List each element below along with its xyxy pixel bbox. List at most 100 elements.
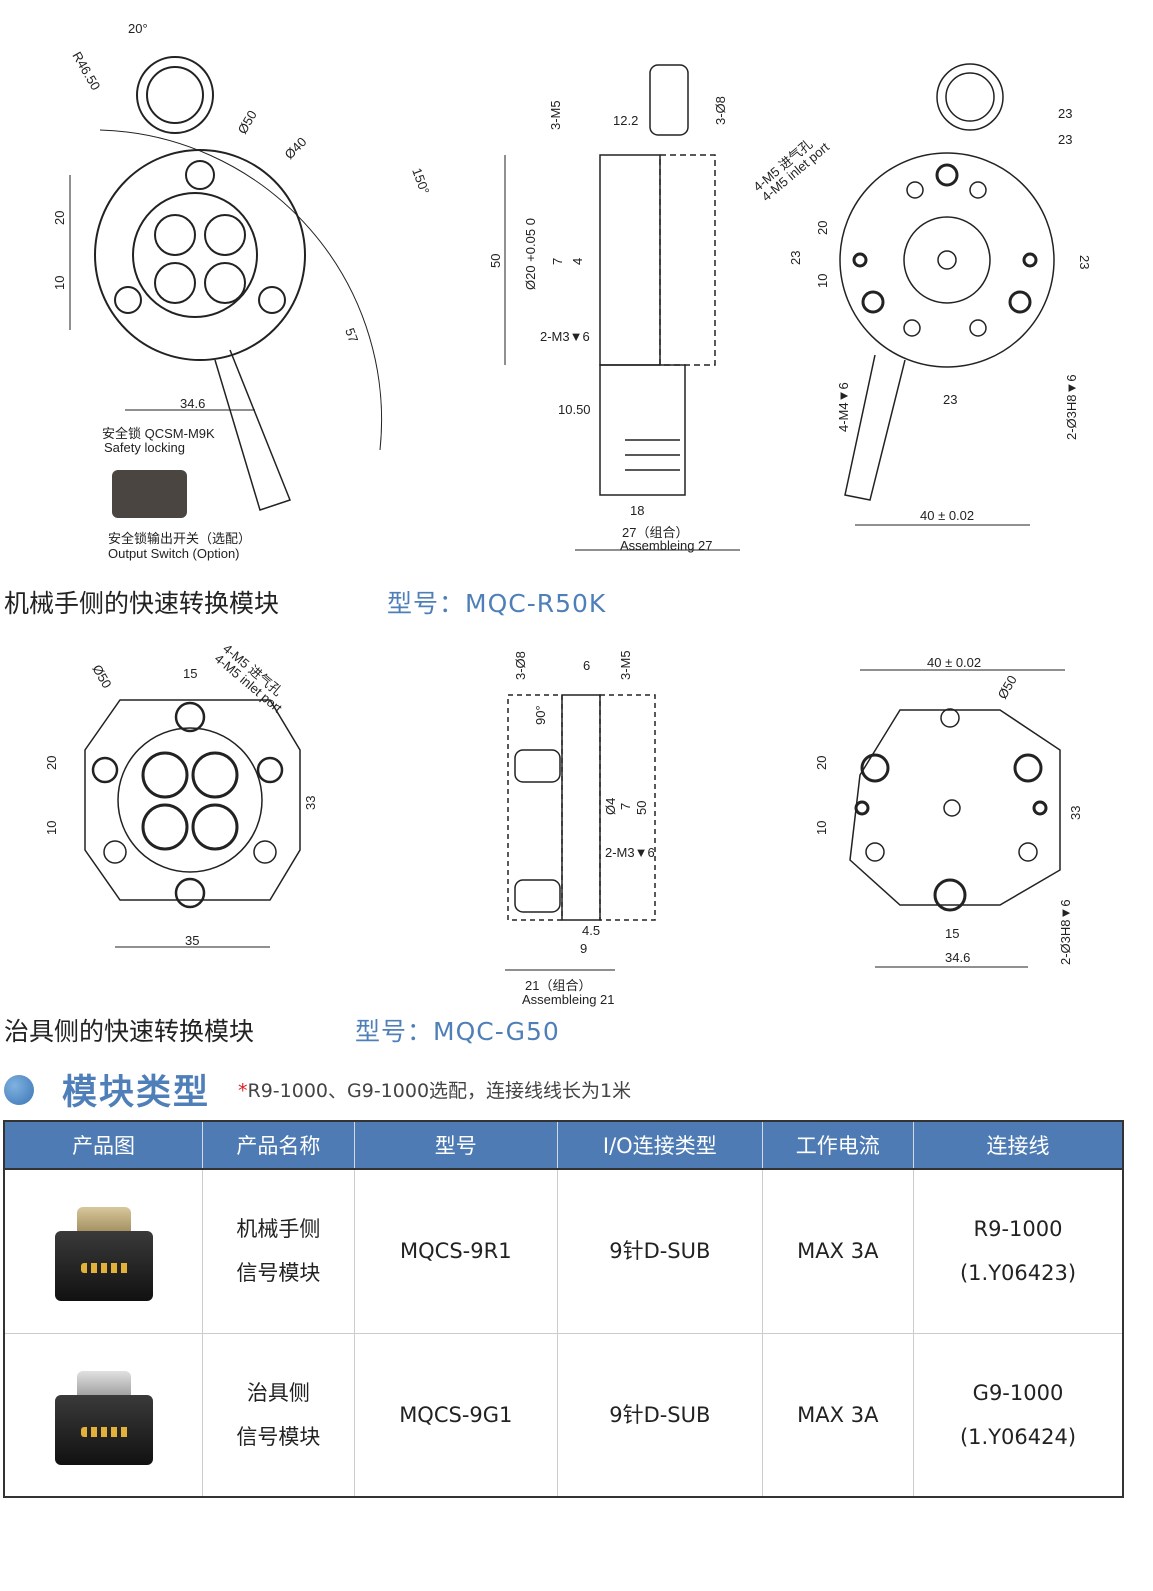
dim-label: 18 xyxy=(630,503,644,518)
cable-code: (1.Y06423) xyxy=(959,1261,1077,1286)
dim-label: 10 xyxy=(44,821,59,835)
dim-label: 20° xyxy=(128,21,148,36)
dim-label: 10 xyxy=(814,821,829,835)
current-cell: MAX 3A xyxy=(762,1169,915,1334)
dim-label: 3-Ø8 xyxy=(513,651,528,680)
dim-label: Ø50 xyxy=(995,673,1020,702)
dim-label: 20 xyxy=(44,756,59,770)
safety-lock-label: 安全锁 QCSM-M9K xyxy=(102,426,215,441)
dim-label: 150° xyxy=(409,166,432,196)
dim-label: 15 xyxy=(945,926,959,941)
dim-label: 23 xyxy=(943,392,957,407)
section-header: 模块类型 *R9-1000、G9-1000选配，连接线线长为1米 xyxy=(4,1064,631,1115)
col-header: I/O连接类型 xyxy=(557,1121,763,1170)
section-title: 模块类型 xyxy=(62,1073,211,1113)
dim-label: Ø40 xyxy=(282,134,310,162)
dim-label: 57 xyxy=(342,326,361,345)
tool-back-view xyxy=(849,669,1065,968)
current-cell: MAX 3A xyxy=(762,1333,915,1498)
dim-label: 20 xyxy=(815,221,830,235)
robot-side-model: 型号：MQC-R50K xyxy=(387,589,607,618)
dim-label: 2-M3▼6 xyxy=(605,845,655,860)
product-name: 信号模块 xyxy=(236,1261,321,1286)
dim-label: 23 xyxy=(1077,255,1092,269)
dim-label: 10.50 xyxy=(558,402,591,417)
module-table: 产品图 产品名称 型号 I/O连接类型 工作电流 连接线 机械手侧信号模块 MQ… xyxy=(3,1120,1124,1498)
dim-label: 33 xyxy=(1068,806,1083,820)
dim-label: R46.50 xyxy=(69,49,103,93)
dim-label: 7 xyxy=(618,803,633,810)
dim-label: 34.6 xyxy=(945,950,970,965)
dim-label: 21（组合） xyxy=(525,978,591,993)
dim-label: 10 xyxy=(52,276,67,290)
dim-label: 15 xyxy=(183,666,197,681)
table-row: 治具侧信号模块 MQCS-9G1 9针D-SUB MAX 3A G9-1000 (… xyxy=(4,1333,1124,1498)
side-view xyxy=(504,64,740,551)
dim-label: Ø20 +0.05 0 xyxy=(523,218,538,290)
dim-label: 9 xyxy=(580,941,587,956)
dim-label: Assembleing 27 xyxy=(620,538,713,553)
col-header: 连接线 xyxy=(913,1121,1124,1170)
io-cell: 9针D-SUB xyxy=(557,1169,763,1334)
dim-label: 10 xyxy=(815,274,830,288)
dim-label: 50 xyxy=(634,801,649,815)
tool-side-view xyxy=(505,694,656,971)
robot-side-caption: 机械手侧的快速转换模块 xyxy=(4,589,280,618)
safety-lock-label-en: Safety locking xyxy=(104,440,185,455)
io-cell: 9针D-SUB xyxy=(557,1333,763,1498)
col-header: 产品图 xyxy=(4,1121,204,1170)
robot-side-technical-drawing: 20° R46.50 Ø50 Ø40 150° 57 20 10 34.6 安全… xyxy=(52,21,1092,561)
dim-label: 7 xyxy=(550,258,565,265)
dim-label: 20 xyxy=(814,756,829,770)
dim-label: 2-Ø3H8▼6 xyxy=(1058,899,1073,965)
dim-label: 40 ± 0.02 xyxy=(920,508,974,523)
dim-label: 3-M5 xyxy=(548,100,563,130)
dim-label: 4.5 xyxy=(582,923,600,938)
product-image xyxy=(49,1365,159,1465)
cable-cell: G9-1000 xyxy=(972,1380,1064,1405)
col-header: 型号 xyxy=(354,1121,559,1170)
dim-label: 2-Ø3H8▼6 xyxy=(1064,374,1079,440)
dim-label: 12.2 xyxy=(613,113,638,128)
back-view xyxy=(839,63,1055,526)
cable-code: (1.Y06424) xyxy=(959,1424,1077,1449)
dim-label: 23 xyxy=(1058,132,1072,147)
asterisk: * xyxy=(238,1080,248,1102)
output-switch-label-en: Output Switch (Option) xyxy=(108,546,240,561)
dim-label: Ø50 xyxy=(235,108,260,137)
tool-side-caption: 治具侧的快速转换模块 xyxy=(4,1017,255,1046)
note-text: R9-1000、G9-1000选配，连接线线长为1米 xyxy=(247,1080,632,1102)
dim-label: 20 xyxy=(52,211,67,225)
dim-label: 40 ± 0.02 xyxy=(927,655,981,670)
product-name: 治具侧 xyxy=(246,1380,310,1405)
dim-label: 23 xyxy=(1058,106,1072,121)
product-name: 机械手侧 xyxy=(236,1217,321,1242)
dim-label: 4-M4▼6 xyxy=(836,382,851,432)
product-name: 信号模块 xyxy=(236,1424,321,1449)
front-view xyxy=(69,56,383,511)
product-image xyxy=(49,1201,159,1302)
dim-label: 2-M3▼6 xyxy=(540,329,590,344)
safety-lock-photo xyxy=(112,470,187,518)
dim-label: 4 xyxy=(570,258,585,265)
tool-front-view xyxy=(84,699,301,948)
table-header: 产品图 产品名称 型号 I/O连接类型 工作电流 连接线 xyxy=(4,1121,1124,1170)
tool-side-model: 型号：MQC-G50 xyxy=(355,1017,560,1046)
dim-label: 23 xyxy=(788,251,803,265)
model-cell: MQCS-9G1 xyxy=(354,1333,559,1498)
dim-label: 33 xyxy=(303,796,318,810)
col-header: 工作电流 xyxy=(762,1121,915,1170)
dim-label: Assembleing 21 xyxy=(522,992,615,1007)
model-cell: MQCS-9R1 xyxy=(354,1169,559,1334)
dim-label: 90° xyxy=(533,705,548,725)
table-row: 机械手侧信号模块 MQCS-9R1 9针D-SUB MAX 3A R9-1000… xyxy=(4,1169,1124,1334)
dim-label: 6 xyxy=(583,658,590,673)
tool-side-technical-drawing: Ø50 15 4-M5 进气孔 4-M5 inlet port 20 10 33… xyxy=(44,641,1083,1007)
dim-label: 3-M5 xyxy=(618,650,633,680)
dim-label: 34.6 xyxy=(180,396,205,411)
dim-label: 35 xyxy=(185,933,199,948)
dim-label: 3-Ø8 xyxy=(713,96,728,125)
bullet-icon xyxy=(4,1074,34,1105)
dim-label: Ø50 xyxy=(89,662,114,691)
dim-label: 27（组合） xyxy=(622,525,688,540)
